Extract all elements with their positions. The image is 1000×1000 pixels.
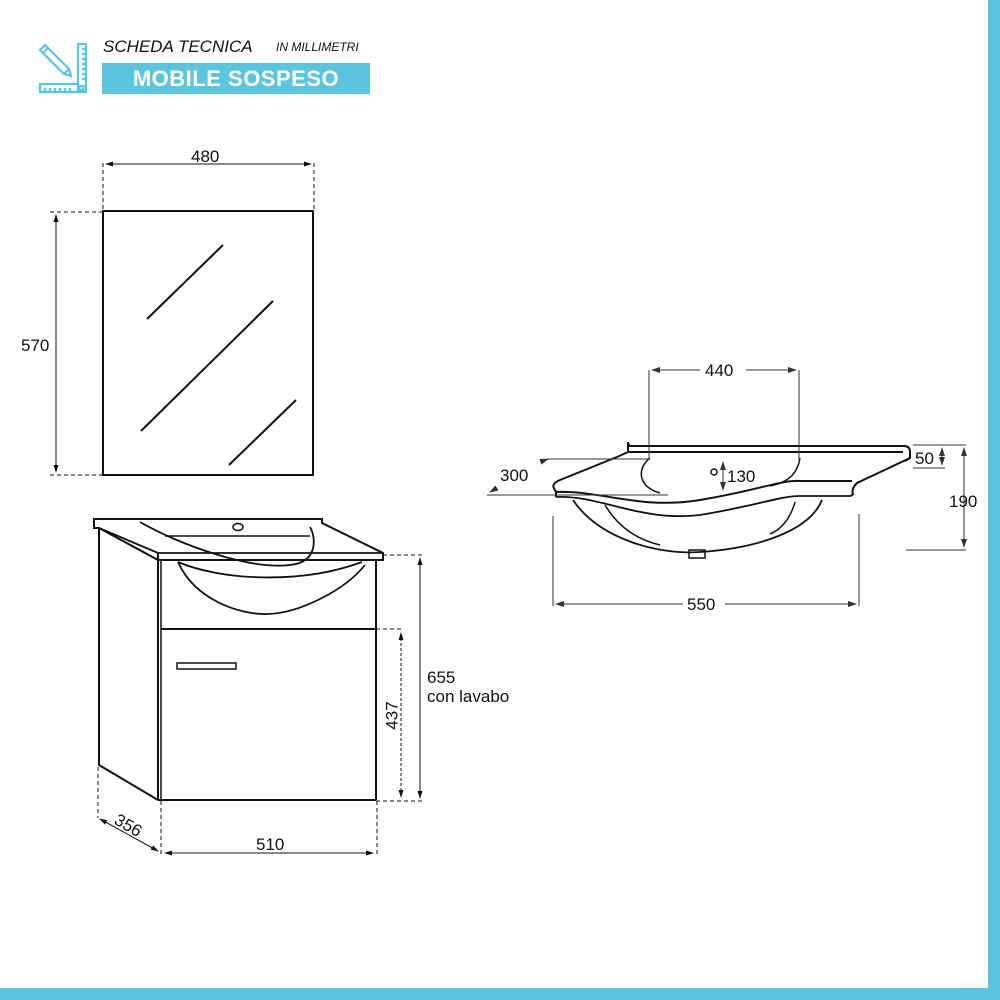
mirror-width-label: 480 — [191, 147, 220, 166]
cabinet-total-height-label: 655 — [427, 668, 456, 687]
basin-total-width-label: 550 — [687, 595, 716, 614]
header-title: SCHEDA TECNICA — [103, 37, 253, 56]
basin-rim-height-label: 50 — [915, 449, 934, 468]
basin-total-height-label: 190 — [949, 492, 978, 511]
frame-border-bottom — [0, 988, 1000, 1000]
cabinet-body-height-label: 437 — [382, 701, 402, 730]
basin-bowl-depth-label: 130 — [727, 467, 756, 486]
cabinet-dimensions — [97, 554, 425, 856]
basin-drawing — [552, 441, 911, 559]
header-unit-note: IN MILLIMETRI — [276, 40, 359, 54]
product-banner: MOBILE SOSPESO — [102, 63, 370, 94]
frame-border-right — [988, 0, 1000, 1000]
basin-depth-label: 300 — [500, 466, 529, 485]
mirror-drawing — [50, 161, 315, 476]
basin-dimensions — [487, 367, 967, 607]
ruler-pencil-icon — [36, 40, 92, 96]
cabinet-total-height-note: con lavabo — [427, 687, 510, 706]
mirror-height-label: 570 — [21, 336, 50, 355]
basin-bowl-width-label: 440 — [705, 361, 734, 380]
cabinet-width-label: 510 — [256, 835, 285, 854]
cabinet-drawing — [93, 518, 384, 801]
